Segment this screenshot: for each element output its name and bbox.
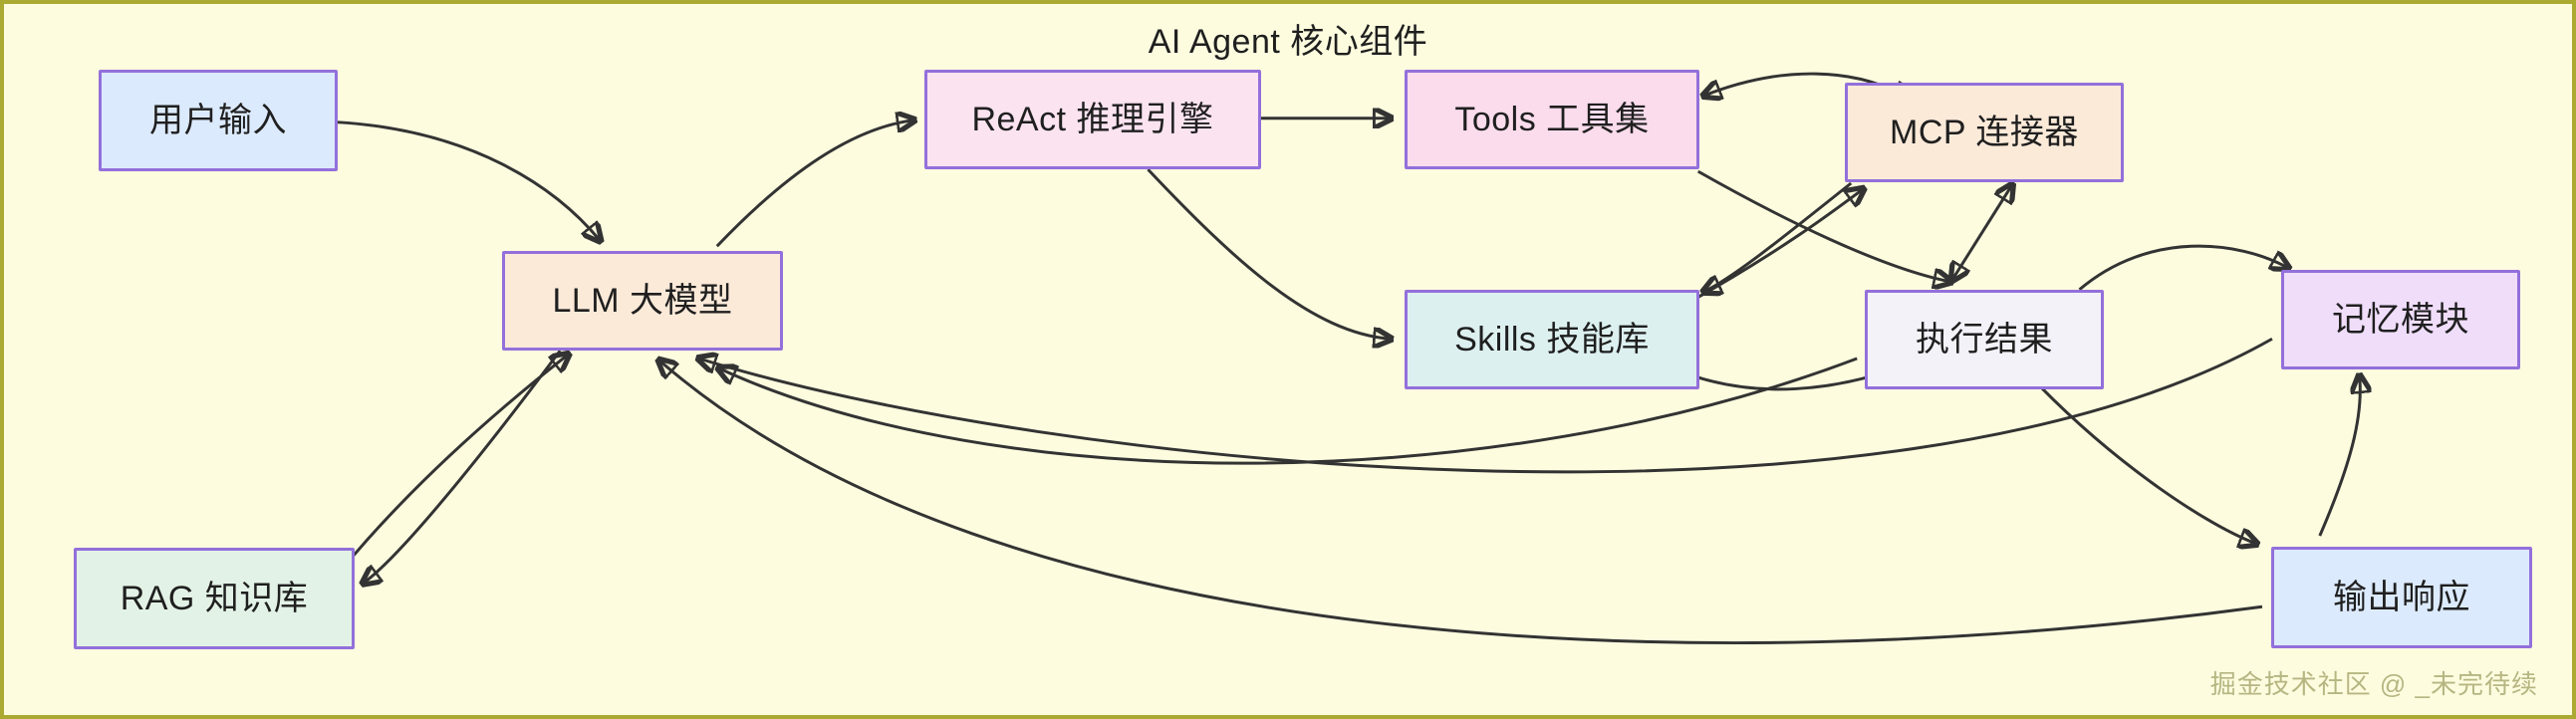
node-llm[interactable]: LLM 大模型 bbox=[502, 251, 783, 351]
node-label: ReAct 推理引擎 bbox=[971, 100, 1214, 138]
node-output-response[interactable]: 输出响应 bbox=[2271, 547, 2532, 648]
node-label: 执行结果 bbox=[1916, 320, 2053, 359]
node-label: 输出响应 bbox=[2333, 578, 2470, 616]
node-user-input[interactable]: 用户输入 bbox=[99, 70, 338, 171]
node-label: 记忆模块 bbox=[2332, 300, 2469, 339]
edge-layer bbox=[336, 72, 2572, 644]
edge-llm-to-rag bbox=[364, 350, 562, 583]
node-mcp-connector[interactable]: MCP 连接器 bbox=[1845, 83, 2124, 182]
node-tools[interactable]: Tools 工具集 bbox=[1405, 70, 1699, 169]
node-memory-module[interactable]: 记忆模块 bbox=[2281, 270, 2520, 369]
node-label: Tools 工具集 bbox=[1454, 100, 1650, 138]
node-label: LLM 大模型 bbox=[552, 281, 733, 320]
node-label: Skills 技能库 bbox=[1454, 320, 1650, 359]
node-react-engine[interactable]: ReAct 推理引擎 bbox=[924, 70, 1261, 169]
edge-execution-to-output bbox=[2038, 384, 2256, 544]
node-execution-result[interactable]: 执行结果 bbox=[1865, 290, 2104, 389]
node-skills[interactable]: Skills 技能库 bbox=[1405, 290, 1699, 389]
edge-llm-to-react bbox=[715, 120, 913, 248]
edge-output-to-llm bbox=[659, 360, 2263, 644]
node-label: MCP 连接器 bbox=[1890, 113, 2079, 151]
edge-mcp-to-execution bbox=[1952, 185, 2012, 280]
node-label: RAG 知识库 bbox=[120, 579, 309, 617]
diagram-title: AI Agent 核心组件 bbox=[1148, 23, 1428, 61]
edge-output-to-memory bbox=[2318, 376, 2361, 537]
node-label: 用户输入 bbox=[149, 101, 287, 139]
edge-react-to-skills bbox=[1147, 168, 1390, 339]
edge-tools-to-execution bbox=[1696, 169, 1950, 282]
edge-skills-to-mcp bbox=[1692, 189, 1863, 301]
edge-rag-to-llm bbox=[352, 355, 568, 557]
node-rag[interactable]: RAG 知识库 bbox=[74, 548, 355, 649]
edge-user-input-to-llm bbox=[336, 120, 600, 241]
edge-execution-to-memory bbox=[2078, 244, 2288, 291]
edge-mcp-to-skills bbox=[1704, 181, 1853, 292]
edge-skills-to-execution bbox=[1693, 370, 1891, 391]
watermark: 掘金技术社区 @ _未完待续 bbox=[2209, 669, 2538, 699]
